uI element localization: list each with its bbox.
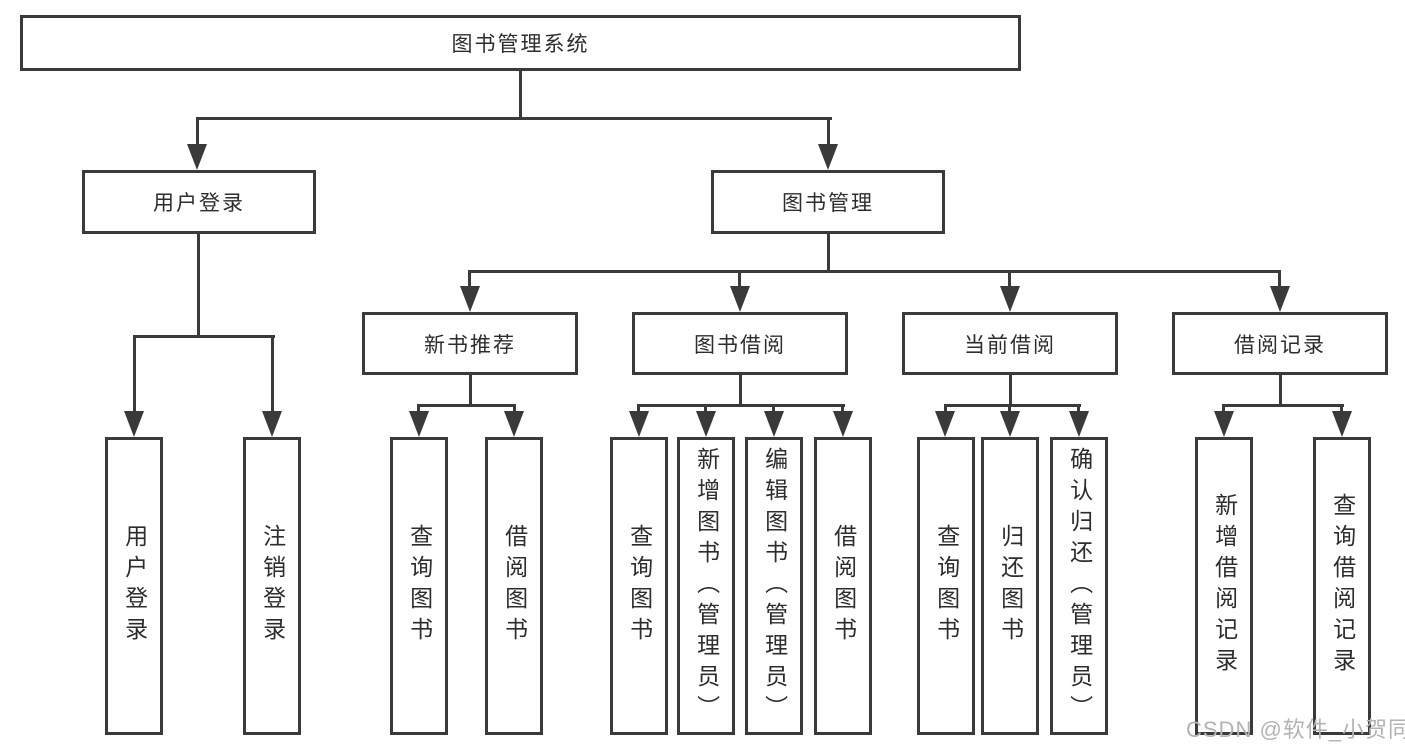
arrow-down-icon	[730, 286, 750, 312]
node-label: 图书管理系统	[451, 33, 590, 56]
node-label: 图书管理	[782, 192, 874, 215]
node-label: 新书推荐	[424, 333, 516, 357]
leaf-label: 借阅图书	[830, 524, 857, 648]
connector-line	[417, 404, 420, 413]
connector-line	[417, 404, 516, 407]
node-label: 当前借阅	[964, 333, 1056, 357]
connector-line	[197, 234, 200, 338]
connector-line	[772, 404, 775, 413]
node-book-borrowing: 图书借阅	[632, 312, 848, 375]
connector-line	[133, 335, 275, 338]
connector-line	[637, 404, 845, 407]
arrow-down-icon	[935, 411, 955, 437]
leaf-logout: 注销登录	[243, 437, 301, 735]
leaf-user-login: 用户登录	[105, 437, 163, 735]
connector-line	[468, 270, 471, 287]
connector-line	[704, 404, 707, 413]
arrow-down-icon	[262, 411, 282, 437]
leaf-query-books-recommend: 查询图书	[390, 437, 448, 735]
leaf-edit-books-admin: 编辑图书（管理员）	[745, 437, 803, 735]
leaf-return-books: 归还图书	[981, 437, 1039, 735]
arrow-down-icon	[818, 144, 838, 170]
leaf-label: 归还图书	[997, 524, 1024, 648]
node-new-book-recommend: 新书推荐	[362, 312, 578, 375]
node-label: 用户登录	[153, 192, 245, 215]
arrow-down-icon	[1214, 411, 1234, 437]
leaf-label: 查询借阅记录	[1329, 493, 1356, 679]
connector-line	[1278, 270, 1281, 287]
node-label: 借阅记录	[1234, 333, 1326, 357]
connector-line	[1340, 404, 1343, 413]
leaf-confirm-return-admin: 确认归还（管理员）	[1050, 437, 1108, 735]
node-library-management-system: 图书管理系统	[20, 15, 1021, 71]
leaf-query-borrow-record: 查询借阅记录	[1313, 437, 1371, 735]
node-borrowing-records: 借阅记录	[1172, 312, 1388, 375]
leaf-label: 用户登录	[121, 524, 148, 648]
node-label: 图书借阅	[694, 333, 786, 357]
connector-line	[271, 335, 274, 413]
arrow-down-icon	[1332, 411, 1352, 437]
leaf-label: 查询图书	[626, 524, 653, 648]
leaf-borrow-books: 借阅图书	[814, 437, 872, 735]
connector-line	[519, 70, 522, 118]
node-current-borrowing: 当前借阅	[902, 312, 1118, 375]
connector-line	[944, 404, 947, 413]
connector-line	[1222, 404, 1344, 407]
connector-line	[827, 117, 830, 145]
leaf-add-books-admin: 新增图书（管理员）	[677, 437, 735, 735]
connector-line	[196, 117, 199, 145]
leaf-label: 查询图书	[406, 524, 433, 648]
arrow-down-icon	[1270, 286, 1290, 312]
leaf-add-borrow-record: 新增借阅记录	[1195, 437, 1253, 735]
connector-line	[133, 335, 136, 413]
leaf-query-books-borrowing: 查询图书	[610, 437, 668, 735]
connector-line	[738, 270, 741, 287]
leaf-label: 查询图书	[933, 524, 960, 648]
connector-line	[637, 404, 640, 413]
arrow-down-icon	[409, 411, 429, 437]
arrow-down-icon	[833, 411, 853, 437]
connector-line	[1008, 404, 1011, 413]
connector-line	[469, 375, 472, 407]
connector-line	[944, 404, 1081, 407]
arrow-down-icon	[124, 411, 144, 437]
connector-line	[196, 117, 832, 120]
arrow-down-icon	[1000, 411, 1020, 437]
connector-line	[468, 270, 1281, 273]
leaf-label: 新增借阅记录	[1211, 493, 1238, 679]
arrow-down-icon	[187, 144, 207, 170]
connector-line	[1009, 375, 1012, 407]
arrow-down-icon	[504, 411, 524, 437]
leaf-query-books-current: 查询图书	[917, 437, 975, 735]
leaf-label: 编辑图书（管理员）	[761, 446, 788, 726]
node-user-login: 用户登录	[82, 170, 316, 234]
arrow-down-icon	[1069, 411, 1089, 437]
connector-line	[739, 375, 742, 407]
arrow-down-icon	[1000, 286, 1020, 312]
arrow-down-icon	[460, 286, 480, 312]
leaf-label: 注销登录	[259, 524, 286, 648]
leaf-label: 借阅图书	[501, 524, 528, 648]
arrow-down-icon	[629, 411, 649, 437]
connector-line	[1279, 375, 1282, 407]
connector-line	[1077, 404, 1080, 413]
connector-line	[841, 404, 844, 413]
node-book-management: 图书管理	[711, 170, 945, 234]
csdn-watermark: CSDN @软件_小贺同学	[1186, 717, 1405, 742]
connector-line	[1222, 404, 1225, 413]
connector-line	[827, 234, 830, 273]
arrow-down-icon	[696, 411, 716, 437]
leaf-borrow-books-recommend: 借阅图书	[485, 437, 543, 735]
leaf-label: 确认归还（管理员）	[1066, 446, 1093, 726]
leaf-label: 新增图书（管理员）	[693, 446, 720, 726]
arrow-down-icon	[764, 411, 784, 437]
connector-line	[1008, 270, 1011, 287]
connector-line	[513, 404, 516, 413]
